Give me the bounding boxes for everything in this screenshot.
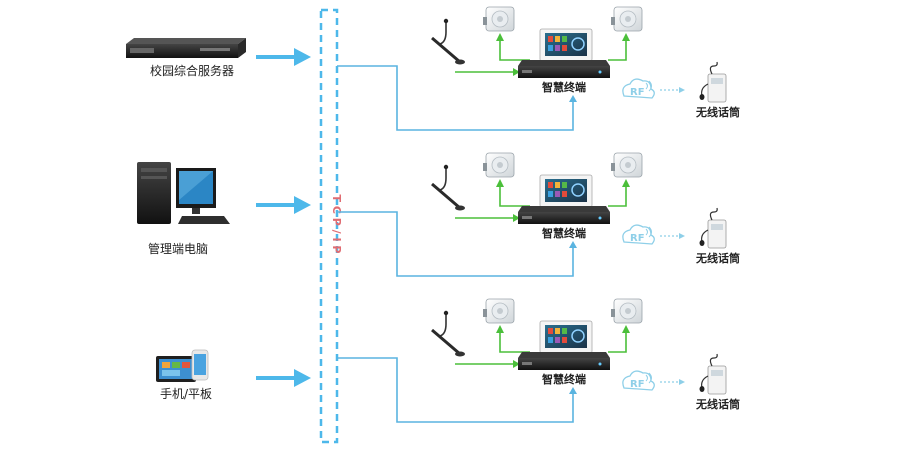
wall-speaker-icon <box>611 152 643 178</box>
gooseneck-microphone-icon <box>431 164 465 211</box>
left-device-label: 管理端电脑 <box>148 241 208 256</box>
gooseneck-microphone-icon <box>431 310 465 357</box>
bus-arrow <box>256 48 311 66</box>
wall-speaker-icon <box>483 152 515 178</box>
smart-terminal-icon <box>518 174 610 224</box>
terminal-label: 智慧终端 <box>542 226 586 240</box>
wall-speaker-icon <box>483 298 515 324</box>
wireless-label: 无线话筒 <box>695 105 740 119</box>
left-device-label: 校园综合服务器 <box>150 63 234 78</box>
bus-arrow <box>256 196 311 214</box>
wireless-transmitter-icon <box>699 207 727 249</box>
terminal-label: 智慧终端 <box>542 80 586 94</box>
rf-label: RF <box>630 233 645 244</box>
speaker-link <box>608 184 627 207</box>
wall-speaker-icon <box>611 298 643 324</box>
rf-signal: RF <box>622 78 655 99</box>
left-device-label: 手机/平板 <box>160 387 212 401</box>
network-link <box>337 357 574 423</box>
rf-label: RF <box>630 87 645 98</box>
wireless-transmitter-icon <box>699 353 727 395</box>
terminal-label: 智慧终端 <box>542 372 586 386</box>
gooseneck-microphone-icon <box>431 18 465 65</box>
tcp-ip-bus <box>319 8 339 444</box>
wall-speaker-icon <box>611 6 643 32</box>
bus-arrow <box>256 369 311 387</box>
wireless-label: 无线话筒 <box>695 251 740 265</box>
wireless-label: 无线话筒 <box>695 397 740 411</box>
wireless-transmitter-icon <box>699 61 727 103</box>
tcp-ip-label: T C P / I P <box>330 195 343 254</box>
smart-terminal-icon <box>518 320 610 370</box>
terminal-row: 智慧终端 RF 无线话筒 <box>337 152 740 277</box>
speaker-link <box>608 330 627 353</box>
tablet-phone-icon <box>156 349 209 382</box>
network-link <box>337 211 574 277</box>
rf-signal: RF <box>622 370 655 391</box>
speaker-link <box>608 38 627 61</box>
smart-terminal-icon <box>518 28 610 78</box>
rack-server-icon <box>126 38 246 58</box>
speaker-link <box>499 184 530 207</box>
speaker-link <box>499 330 530 353</box>
network-link <box>337 65 574 131</box>
rf-label: RF <box>630 379 645 390</box>
wall-speaker-icon <box>483 6 515 32</box>
terminal-row: 智慧终端 RF 无线话筒 <box>337 6 740 131</box>
speaker-link <box>499 38 530 61</box>
terminal-row: 智慧终端 RF 无线话筒 <box>337 298 740 423</box>
rf-signal: RF <box>622 224 655 245</box>
desktop-pc-icon <box>137 162 230 224</box>
